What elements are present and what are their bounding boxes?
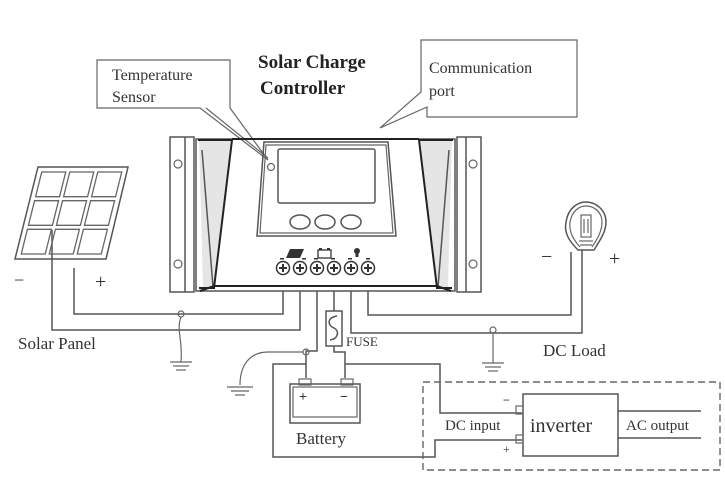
fuse-label: FUSE [346, 334, 378, 349]
fuse: FUSE [325, 310, 378, 349]
screw-terminal [343, 260, 359, 276]
solar-panel-label: Solar Panel [18, 334, 96, 353]
solar-cell [62, 171, 95, 198]
ground-load [482, 326, 504, 372]
ac-output-label: AC output [626, 418, 690, 434]
inverter-label: inverter [530, 415, 593, 437]
mount-hole [468, 259, 478, 269]
inverter-section: inverter DC input AC output − + [422, 381, 721, 471]
solar-cell [27, 200, 60, 226]
screw-terminal [275, 260, 291, 276]
communication-label-line2: port [429, 83, 455, 100]
dc-load-bulb [564, 201, 607, 251]
solar-minus: − [14, 270, 24, 290]
inverter-plus: + [503, 442, 510, 456]
solar-panel [14, 166, 129, 260]
lcd-screen [277, 148, 376, 204]
temperature-sensor-callout: Temperature Sensor [96, 59, 269, 161]
screw-terminal [292, 260, 308, 276]
dc-input-label: DC input [445, 418, 501, 434]
communication-port-callout: Communication port [379, 39, 578, 129]
control-button-1[interactable] [289, 214, 311, 230]
battery-plus: + [299, 390, 307, 405]
solar-cell [90, 171, 123, 198]
ground-solar [170, 310, 192, 371]
screw-terminal [360, 260, 376, 276]
battery-label: Battery [296, 429, 347, 448]
solar-cell [34, 171, 67, 198]
solar-panel-icon [286, 249, 304, 258]
temperature-label-line1: Temperature [112, 67, 193, 84]
bulb-icon [354, 248, 360, 257]
mount-hole [173, 259, 183, 269]
solar-cell [83, 200, 116, 226]
screw-terminal [326, 260, 342, 276]
solar-cell [48, 228, 81, 255]
temperature-sensor [266, 162, 276, 172]
screw-terminal [309, 260, 325, 276]
solar-cell [55, 200, 88, 226]
title-line2: Controller [260, 78, 346, 99]
charge-controller [169, 136, 482, 293]
control-button-2[interactable] [314, 214, 336, 230]
inverter-box [522, 393, 619, 457]
display-bezel [256, 141, 397, 237]
mount-hole [468, 159, 478, 169]
solar-plus: + [95, 271, 106, 293]
inverter-minus: − [503, 393, 510, 407]
mount-hole [173, 159, 183, 169]
battery-icon [317, 248, 332, 259]
battery: + − Battery [289, 378, 361, 448]
dc-load-label: DC Load [543, 341, 606, 360]
solar-cell [76, 228, 109, 255]
communication-label-line1: Communication [429, 60, 532, 77]
title-line1: Solar Charge [258, 52, 366, 73]
load-plus: + [609, 248, 620, 270]
ground-battery [227, 348, 310, 396]
solar-cell [20, 228, 53, 255]
load-minus: − [541, 246, 552, 268]
temperature-label-line2: Sensor [112, 89, 156, 106]
control-button-3[interactable] [340, 214, 362, 230]
battery-minus: − [340, 390, 348, 405]
wires [51, 230, 583, 458]
